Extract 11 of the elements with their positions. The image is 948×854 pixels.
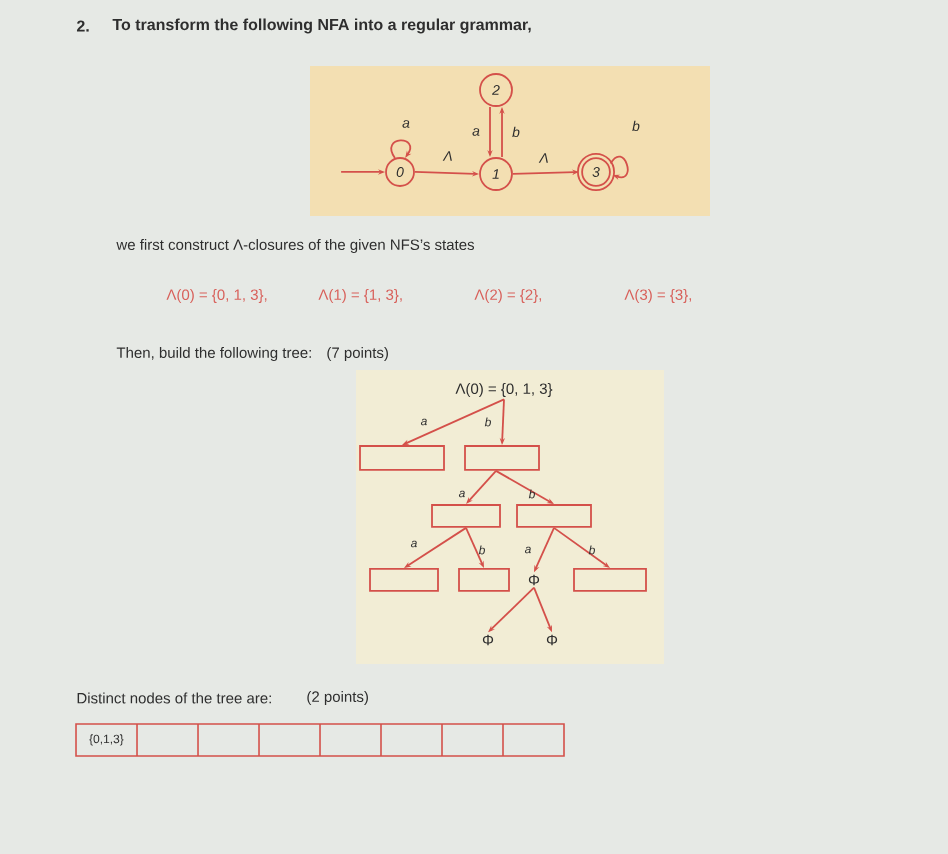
empty-tree-box [458, 568, 510, 592]
arrow [609, 155, 629, 180]
empty-tree-box [573, 568, 647, 592]
empty-tree-box [516, 504, 592, 528]
arrow [390, 139, 412, 159]
question-text: To transform the following NFA into a regular grammar, [112, 18, 531, 34]
empty-tree-box [464, 445, 540, 471]
empty-tree-box [369, 568, 439, 592]
empty-tree-box [359, 445, 445, 471]
empty-tree-box [431, 504, 501, 528]
question-number: 2. [77, 20, 89, 32]
